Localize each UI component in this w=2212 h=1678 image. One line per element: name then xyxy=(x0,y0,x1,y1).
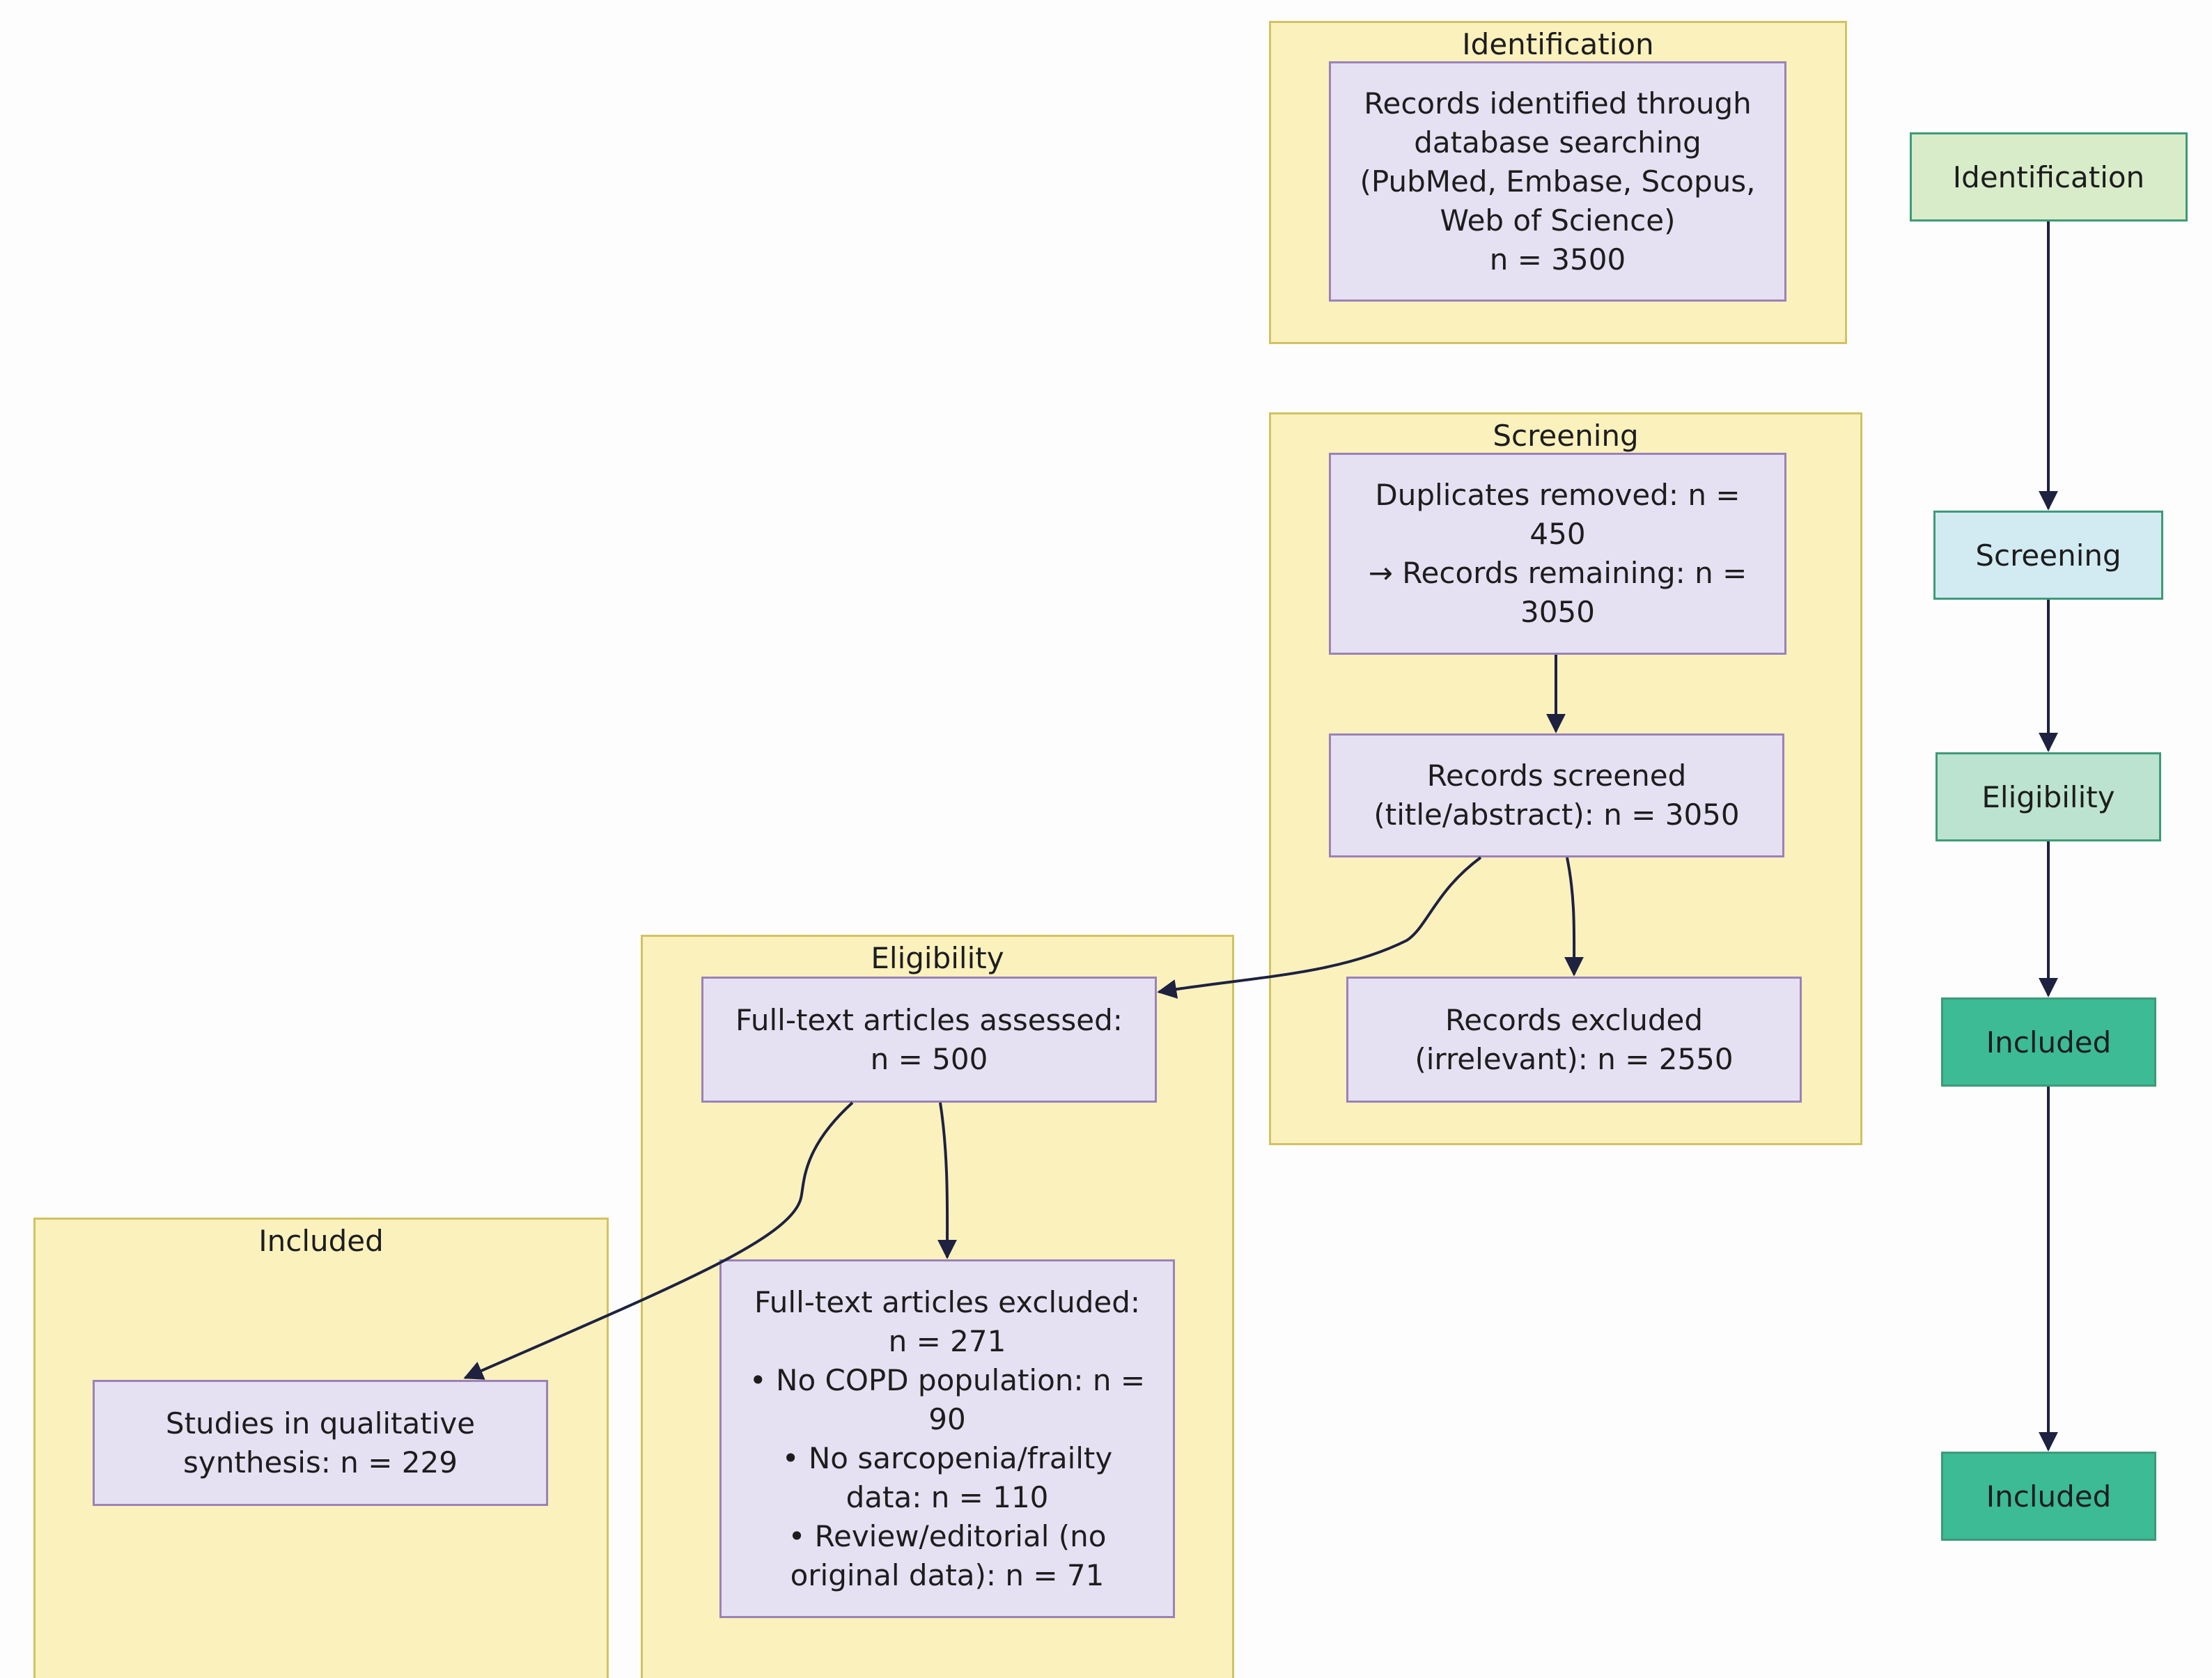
fulltext-assessed-node: Full-text articles assessed: n = 500 xyxy=(701,977,1157,1103)
stage-included-2: Included xyxy=(1941,1452,2156,1541)
node-text-line: database searching xyxy=(1414,125,1701,160)
screening-cluster-title: Screening xyxy=(1493,419,1639,453)
eligibility-cluster-title: Eligibility xyxy=(871,941,1004,975)
identification-cluster-title: Identification xyxy=(1462,27,1654,61)
records-excluded-node: Records excluded (irrelevant): n = 2550 xyxy=(1346,977,1802,1103)
stage-screening: Screening xyxy=(1933,511,2163,600)
stage-identification: Identification xyxy=(1910,132,2188,222)
stage-identification-label: Identification xyxy=(1952,160,2145,194)
node-text-line: → Records remaining: n = xyxy=(1368,556,1747,590)
node-text-line: n = 500 xyxy=(870,1041,988,1076)
node-text-line: n = 271 xyxy=(888,1323,1006,1358)
node-text-line: • Review/editorial (no xyxy=(788,1518,1107,1553)
stage-screening-label: Screening xyxy=(1975,538,2121,573)
node-text-line: Records screened xyxy=(1426,759,1687,793)
node-text-line: 90 xyxy=(928,1401,966,1436)
node-text-line: (irrelevant): n = 2550 xyxy=(1415,1041,1734,1076)
stage-eligibility-label: Eligibility xyxy=(1981,779,2115,814)
node-text-line: Records identified through xyxy=(1364,86,1752,121)
arrow-screened-to-assessed xyxy=(1157,856,1482,999)
node-text-line: original data): n = 71 xyxy=(790,1557,1105,1592)
records-identified-node: Records identified through database searc… xyxy=(1329,61,1786,302)
node-text-line: Studies in qualitative xyxy=(165,1406,476,1440)
included-cluster-title: Included xyxy=(258,1224,384,1258)
node-text-line: • No sarcopenia/frailty xyxy=(781,1440,1113,1475)
node-text-line: synthesis: n = 229 xyxy=(183,1445,458,1479)
fulltext-excluded-node: Full-text articles excluded: n = 271 • No … xyxy=(719,1259,1175,1618)
records-screened-node: Records screened (title/abstract): n = 30… xyxy=(1329,733,1784,857)
arrow-screened-to-excluded xyxy=(1564,857,1584,977)
node-text-line: 3050 xyxy=(1520,595,1595,629)
stage-included-1-label: Included xyxy=(1986,1025,2112,1059)
stage-included-2-label: Included xyxy=(1986,1479,2112,1514)
node-text-line: n = 3500 xyxy=(1489,242,1626,277)
stage-eligibility: Eligibility xyxy=(1936,752,2161,841)
node-text-line: Web of Science) xyxy=(1440,203,1676,238)
node-text-line: (PubMed, Embase, Scopus, xyxy=(1360,164,1756,199)
node-text-line: Duplicates removed: n = xyxy=(1375,478,1740,512)
qualitative-synthesis-node: Studies in qualitative synthesis: n = 229 xyxy=(93,1380,548,1506)
node-text-line: Full-text articles assessed: xyxy=(735,1002,1123,1037)
node-text-line: (title/abstract): n = 3050 xyxy=(1373,798,1740,832)
node-text-line: • No COPD population: n = xyxy=(749,1362,1146,1397)
duplicates-removed-node: Duplicates removed: n = 450 → Records rema… xyxy=(1329,453,1786,655)
arrow-assessed-to-synthesis xyxy=(463,1101,854,1380)
node-text-line: Full-text articles excluded: xyxy=(754,1284,1141,1319)
arrow-assessed-to-excluded xyxy=(937,1102,958,1259)
node-text-line: data: n = 110 xyxy=(846,1479,1049,1514)
node-text-line: 450 xyxy=(1529,517,1586,551)
node-text-line: Records excluded xyxy=(1444,1002,1704,1037)
stage-included-1: Included xyxy=(1941,997,2156,1087)
